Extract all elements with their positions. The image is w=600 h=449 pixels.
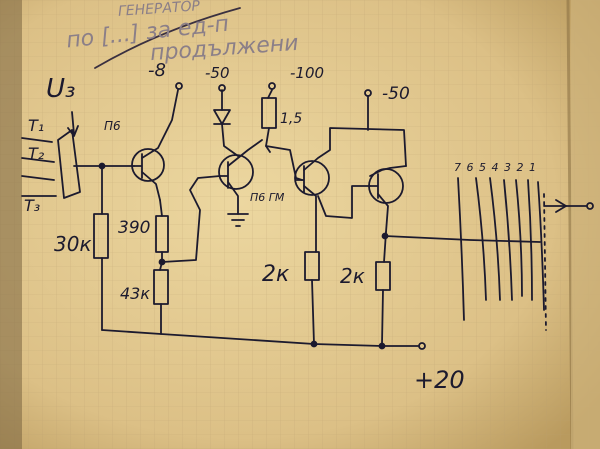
- transistor-q1: [131, 148, 165, 182]
- q1-collector: [141, 89, 179, 159]
- label-r2k-a: 2к: [262, 262, 290, 287]
- label-r43k: 43к: [120, 284, 151, 303]
- output-line-3: [515, 179, 523, 297]
- label-q1: П6: [104, 119, 121, 133]
- output-lines-label: 7 6 5 4 3 2 1: [454, 161, 537, 174]
- label-r390: 390: [118, 218, 151, 238]
- wire-2k-a-bottom: [311, 279, 315, 345]
- label-plus20: +20: [414, 366, 465, 394]
- input-label-t3: T₃: [24, 196, 41, 215]
- terminal-minus8: [175, 82, 183, 90]
- input-label-t1: T₁: [28, 116, 45, 135]
- q3-collector: [303, 127, 407, 171]
- output-line-1: [537, 181, 545, 311]
- output-dotted-bus: [543, 193, 547, 331]
- wire-2k-b-bottom: [381, 289, 384, 345]
- q2-collector: [227, 139, 263, 167]
- terminal-right: [586, 202, 594, 210]
- terminal-plus20: [418, 342, 426, 350]
- output-line-2: [527, 179, 533, 301]
- resistor-30k: [93, 213, 109, 259]
- q1-emitter: [141, 171, 161, 201]
- label-r1k5: 1,5: [280, 111, 303, 127]
- output-line-7: [457, 177, 465, 321]
- label-minus50a: -50: [205, 64, 230, 82]
- junction-bus-b: [378, 342, 386, 350]
- q2-emitter: [227, 181, 239, 215]
- label-minus100: -100: [290, 64, 325, 82]
- label-r30k: 30к: [54, 232, 92, 256]
- label-u3: U₃: [46, 74, 76, 104]
- wire-1k5-top: [267, 89, 273, 99]
- input-arrow: [71, 111, 75, 135]
- label-minus8: -8: [148, 60, 166, 81]
- heading-strike: [94, 7, 241, 69]
- terminal-minus50a: [218, 84, 226, 92]
- q4-base-link: [317, 185, 371, 219]
- wire-diode-bottom: [221, 123, 239, 157]
- input-label-t2: T₂: [28, 144, 45, 163]
- terminal-minus100: [268, 82, 276, 90]
- output-wire: [384, 235, 541, 243]
- q3-emitter: [303, 185, 317, 253]
- left-edge-shadow: [0, 0, 22, 449]
- input-resistor: [57, 129, 81, 199]
- junction-bus-a: [310, 340, 318, 348]
- output-line-6: [475, 177, 487, 301]
- label-q2: П6 ГМ: [250, 191, 285, 204]
- terminal-minus50b: [364, 89, 372, 97]
- output-line-5: [489, 177, 501, 301]
- label-minus50b: -50: [382, 84, 410, 104]
- input-tick-2: [21, 157, 55, 163]
- transistor-q3: [294, 160, 330, 196]
- output-line-4: [503, 179, 513, 301]
- q2-ground: [227, 213, 249, 227]
- input-arrow-head: [67, 125, 79, 137]
- wire-390-top: [159, 199, 163, 217]
- wire-43k-top: [159, 261, 163, 271]
- right-page: [571, 0, 600, 449]
- q4-emitter: [377, 193, 389, 233]
- label-r2k-b: 2к: [340, 264, 365, 288]
- wire-mid-link: [161, 175, 221, 263]
- input-tick-1: [21, 137, 53, 143]
- input-tick-3: [21, 175, 55, 181]
- q4-collector: [369, 165, 407, 177]
- wire-q2-q3: [265, 145, 303, 181]
